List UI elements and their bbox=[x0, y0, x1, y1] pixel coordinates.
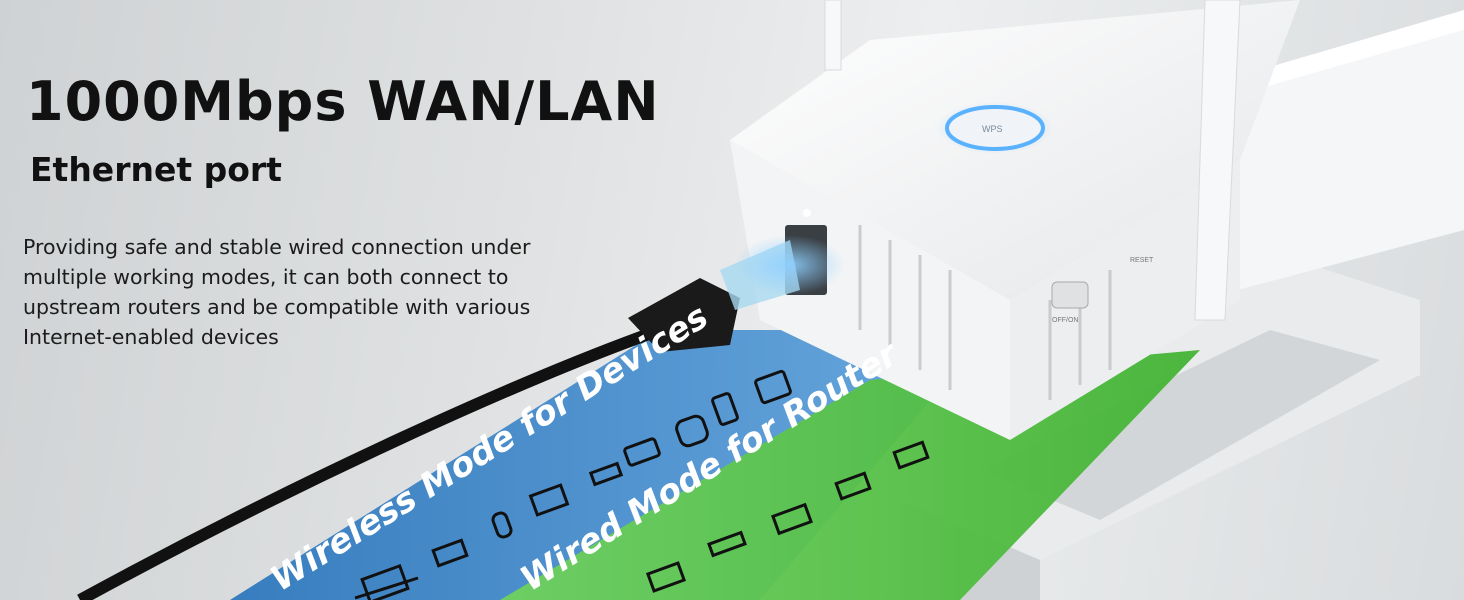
reset-label: RESET bbox=[1130, 257, 1154, 264]
tablet-icon bbox=[754, 369, 792, 405]
description-line: Internet-enabled devices bbox=[23, 325, 279, 349]
wps-button: WPS bbox=[937, 102, 1053, 154]
description: Providing safe and stable wired connecti… bbox=[23, 232, 530, 352]
laptop-icon bbox=[354, 563, 419, 600]
security-camera-icon bbox=[588, 461, 624, 487]
status-led bbox=[803, 209, 811, 217]
printer-icon bbox=[431, 538, 469, 568]
rj45-plug bbox=[628, 278, 740, 352]
router-icon bbox=[892, 440, 930, 470]
power-switch bbox=[1051, 281, 1089, 309]
wps-label: WPS bbox=[982, 124, 1003, 134]
description-line: multiple working modes, it can both conn… bbox=[23, 265, 509, 289]
smart-plug-icon bbox=[675, 414, 709, 448]
router-icon bbox=[834, 471, 872, 501]
wired-router-icons bbox=[645, 440, 930, 593]
switch-label: OFF/ON bbox=[1052, 317, 1078, 324]
switch-icon bbox=[707, 530, 747, 558]
wireless-device-icons bbox=[354, 369, 792, 600]
connection-glow bbox=[735, 235, 845, 295]
description-line: upstream routers and be compatible with … bbox=[23, 295, 531, 319]
router-icon bbox=[645, 561, 687, 593]
description-line: Providing safe and stable wired connecti… bbox=[23, 235, 531, 259]
router-icon bbox=[771, 502, 813, 536]
subhead: Ethernet port bbox=[30, 150, 282, 189]
antenna-left bbox=[824, 0, 842, 71]
headline: 1000Mbps WAN/LAN bbox=[26, 70, 660, 133]
smartphone-icon bbox=[711, 392, 739, 426]
ethernet-cable bbox=[77, 235, 845, 600]
antennas bbox=[824, 0, 1241, 321]
thermostat-icon bbox=[623, 437, 661, 467]
monitor-icon bbox=[528, 483, 570, 517]
antenna-right bbox=[1194, 0, 1241, 321]
gamepad-icon bbox=[491, 511, 513, 539]
